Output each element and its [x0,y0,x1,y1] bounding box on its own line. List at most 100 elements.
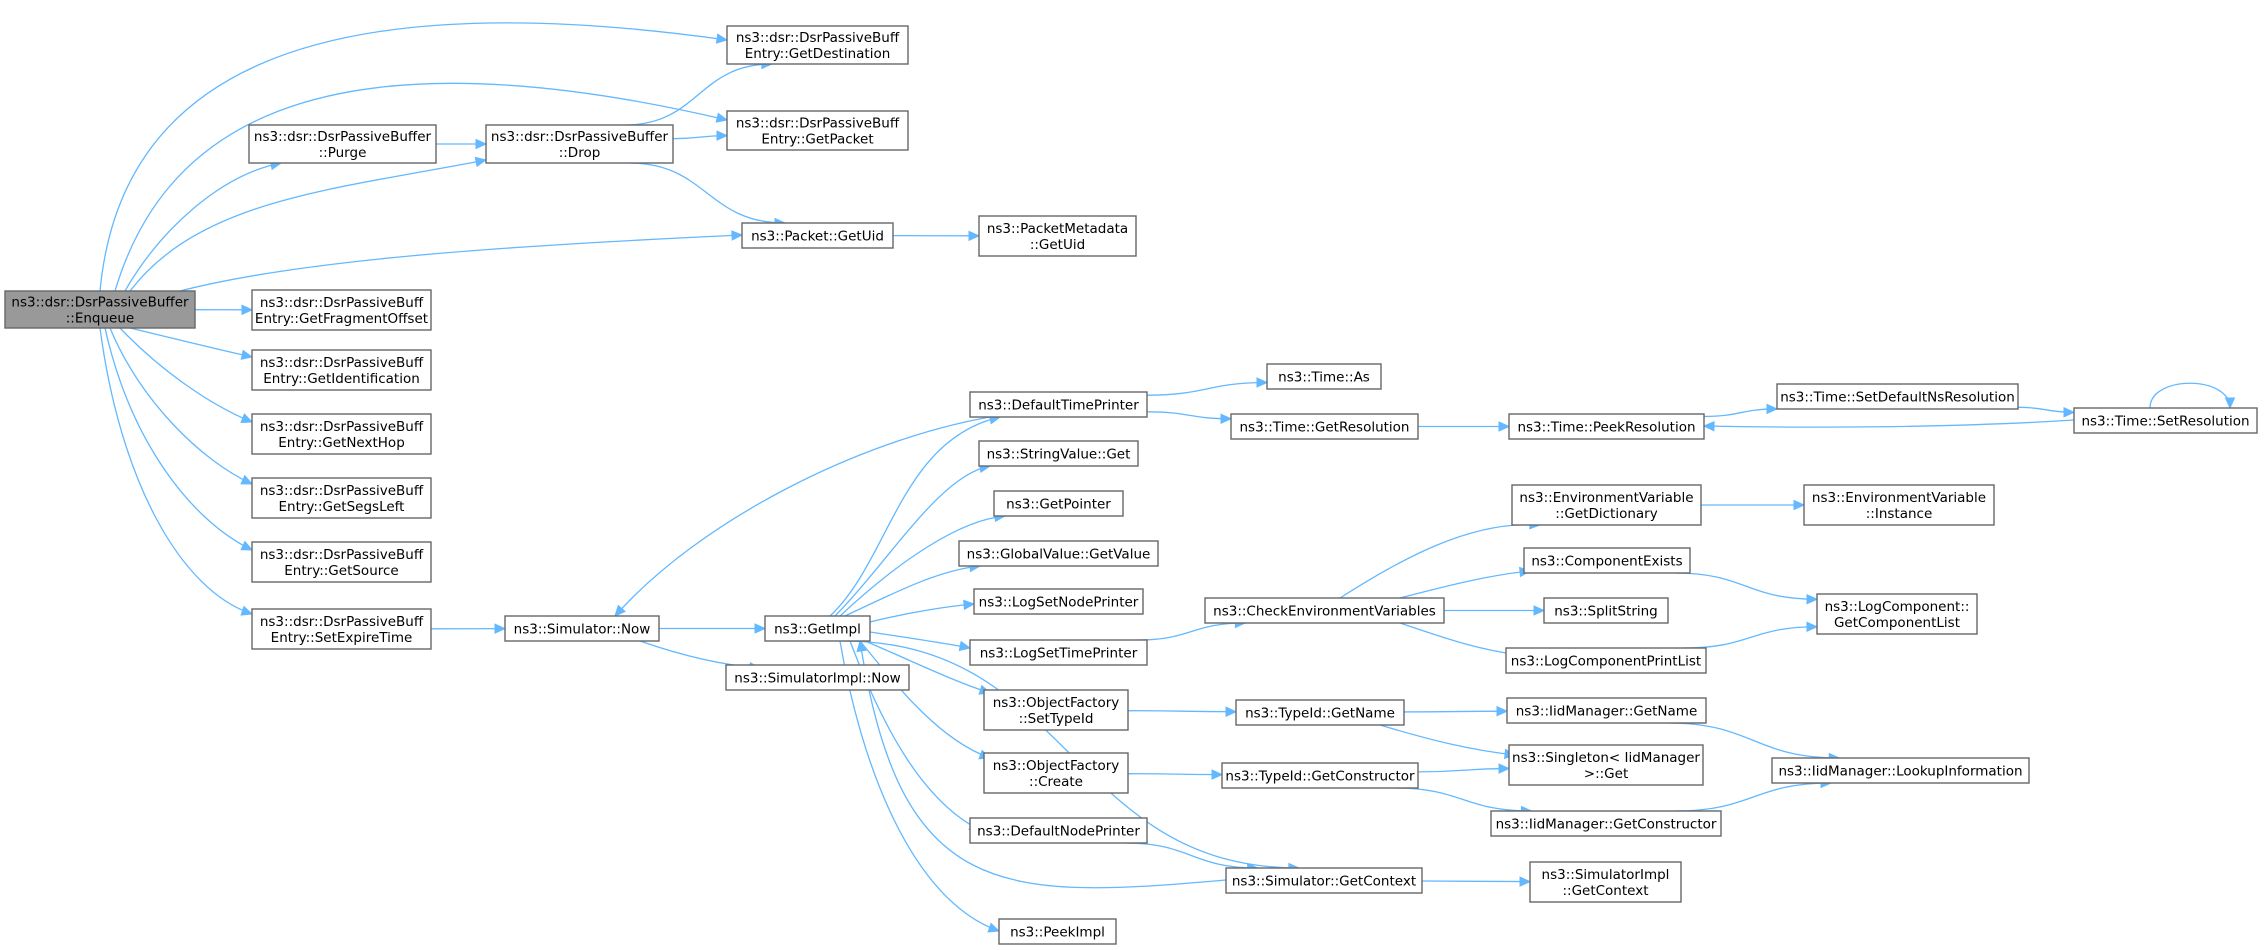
node-label-line: GetComponentList [1834,615,1960,631]
node-logSetNodePrinter[interactable]: ns3::LogSetNodePrinter [973,588,1144,615]
edge-enqueue-to-getSegsLeft-arrowhead [240,474,254,485]
edge-getImpl-to-defaultTimePrinter [829,416,1001,617]
node-getImpl[interactable]: ns3::GetImpl [764,615,871,642]
node-box [983,752,1129,794]
node-splitString[interactable]: ns3::SplitString [1543,597,1669,624]
node-purge[interactable]: ns3::dsr::DsrPassiveBuffer::Purge [248,124,437,164]
node-objFactorySetTypeId[interactable]: ns3::ObjectFactory::SetTypeId [983,689,1129,731]
node-iidMgrGetConstructor[interactable]: ns3::IidManager::GetConstructor [1490,810,1722,837]
node-simulatorGetContext[interactable]: ns3::Simulator::GetContext [1225,867,1423,894]
edge-enqueue-to-drop-arrowhead [474,156,488,168]
node-checkEnvVars[interactable]: ns3::CheckEnvironmentVariables [1204,597,1445,624]
edge-getImpl-to-objFactorySetTypeId [864,640,991,694]
node-box [1803,484,1995,526]
node-getFragmentOffset[interactable]: ns3::dsr::DsrPassiveBuffEntry::GetFragme… [251,289,432,331]
node-peekImpl[interactable]: ns3::PeekImpl [998,918,1117,945]
node-timeSetDefaultNs[interactable]: ns3::Time::SetDefaultNsResolution [1776,383,2019,410]
node-globalValueGetValue[interactable]: ns3::GlobalValue::GetValue [958,540,1159,567]
node-packetGetUid[interactable]: ns3::Packet::GetUid [741,222,894,249]
edge-logComponentPrintList-to-logComponentGetList-arrowhead [1806,621,1819,633]
edge-timeSetResolution-to-timePeekResolution [1703,419,2075,428]
edge-timeGetResolution-to-timePeekResolution-arrowhead [1498,421,1511,432]
node-simulatorNow[interactable]: ns3::Simulator::Now [504,615,660,642]
node-logSetTimePrinter[interactable]: ns3::LogSetTimePrinter [969,639,1148,666]
node-label-line: ::Instance [1866,506,1933,522]
edge-objFactoryCreate-to-typeIdGetConstructor [1127,773,1223,776]
node-typeIdGetName[interactable]: ns3::TypeId::GetName [1235,699,1405,726]
node-box [1543,597,1669,624]
node-defaultTimePrinter[interactable]: ns3::DefaultTimePrinter [969,391,1148,418]
node-box [1266,363,1382,390]
node-singletonGet[interactable]: ns3::Singleton< IidManager >::Get [1508,744,1704,786]
node-timeAs[interactable]: ns3::Time::As [1266,363,1382,390]
node-box [993,490,1124,517]
node-objFactoryCreate[interactable]: ns3::ObjectFactory::Create [983,752,1129,794]
node-getNextHop[interactable]: ns3::dsr::DsrPassiveBuffEntry::GetNextHo… [251,413,432,455]
node-iidMgrGetName[interactable]: ns3::IidManager::GetName [1506,697,1707,724]
node-box [983,689,1129,731]
node-typeIdGetConstructor[interactable]: ns3::TypeId::GetConstructor [1221,762,1419,789]
node-getSegsLeft[interactable]: ns3::dsr::DsrPassiveBuffEntry::GetSegsLe… [251,477,432,519]
node-box [251,541,432,583]
node-drop[interactable]: ns3::dsr::DsrPassiveBuffer::Drop [485,124,674,164]
edge-timePeekResolution-to-timeSetDefaultNs [1703,408,1778,418]
node-label-line: ::GetDictionary [1555,506,1657,522]
edge-enqueue-to-setExpireTime [99,327,253,615]
node-logComponentGetList[interactable]: ns3::LogComponent::GetComponentList [1816,593,1978,635]
edge-objFactorySetTypeId-to-typeIdGetName [1127,710,1237,713]
node-box [1235,699,1405,726]
node-box [1221,762,1419,789]
node-label-line: ns3::dsr::DsrPassiveBuffer [254,129,432,145]
node-timePeekResolution[interactable]: ns3::Time::PeekResolution [1508,413,1705,440]
node-label-line: ::Purge [319,145,367,161]
node-label-line: Entry::GetFragmentOffset [255,311,428,327]
edge-simulatorGetContext-to-simImplGetContext-arrowhead [1519,876,1532,887]
edge-typeIdGetName-to-iidMgrGetName [1403,710,1508,713]
node-label-line: ns3::dsr::DsrPassiveBuff [260,355,424,371]
edge-componentExists-to-logComponentGetList [1674,572,1818,600]
edge-enqueue-to-getIdentification-arrowhead [240,349,254,360]
node-label-line: ns3::IidManager::LookupInformation [1778,764,2022,780]
node-setExpireTime[interactable]: ns3::dsr::DsrPassiveBuffEntry::SetExpire… [251,608,432,650]
node-label-line: ns3::dsr::DsrPassiveBuffer [491,129,669,145]
node-box [248,124,437,164]
node-logComponentPrintList[interactable]: ns3::LogComponentPrintList [1505,647,1707,674]
node-iidMgrLookup[interactable]: ns3::IidManager::LookupInformation [1771,757,2030,784]
node-timeGetResolution[interactable]: ns3::Time::GetResolution [1230,413,1419,440]
node-box [251,289,432,331]
node-timeSetResolution[interactable]: ns3::Time::SetResolution [2073,407,2258,434]
node-label-line: ns3::SimulatorImpl [1542,867,1670,883]
node-box [1523,547,1691,574]
node-box [1204,597,1445,624]
edge-iidMgrGetConstructor-to-iidMgrLookup [1675,782,1832,812]
node-simImplGetContext[interactable]: ns3::SimulatorImpl::GetContext [1529,861,1682,903]
node-box [4,290,196,329]
edge-getImpl-to-logSetNodePrinter [869,603,975,623]
node-componentExists[interactable]: ns3::ComponentExists [1523,547,1691,574]
node-defaultNodePrinter[interactable]: ns3::DefaultNodePrinter [969,817,1148,844]
edge-enqueue-to-packetGetUid-arrowhead [731,230,744,241]
node-label-line: >::Get [1584,766,1628,782]
node-label-line: ns3::GlobalValue::GetValue [967,547,1151,563]
node-simImplNow[interactable]: ns3::SimulatorImpl::Now [725,664,910,691]
edge-enqueue-to-packetGetUid [179,234,743,292]
node-label-line: ::Create [1029,774,1083,790]
node-metadataGetUid[interactable]: ns3::PacketMetadata::GetUid [978,215,1137,257]
node-envVarInstance[interactable]: ns3::EnvironmentVariable::Instance [1803,484,1995,526]
node-label-line: Entry::SetExpireTime [271,630,413,646]
edge-packetGetUid-to-metadataGetUid-arrowhead [968,230,981,242]
node-label-line: ns3::LogComponentPrintList [1511,654,1701,670]
node-stringValueGet[interactable]: ns3::StringValue::Get [978,440,1139,467]
edge-iidMgrGetName-to-iidMgrLookup [1667,722,1840,759]
node-box [1816,593,1978,635]
node-getPointer[interactable]: ns3::GetPointer [993,490,1124,517]
node-box [998,918,1117,945]
edge-enqueue-to-getPacket [114,82,728,292]
node-getIdentification[interactable]: ns3::dsr::DsrPassiveBuffEntry::GetIdenti… [251,349,432,391]
node-enqueue[interactable]: ns3::dsr::DsrPassiveBuffer::Enqueue [4,290,196,329]
node-envVarGetDictionary[interactable]: ns3::EnvironmentVariable::GetDictionary [1511,484,1702,526]
node-getDestination[interactable]: ns3::dsr::DsrPassiveBuffEntry::GetDestin… [726,25,909,65]
edge-simulatorGetContext-to-getImpl-arrowhead [856,639,867,653]
